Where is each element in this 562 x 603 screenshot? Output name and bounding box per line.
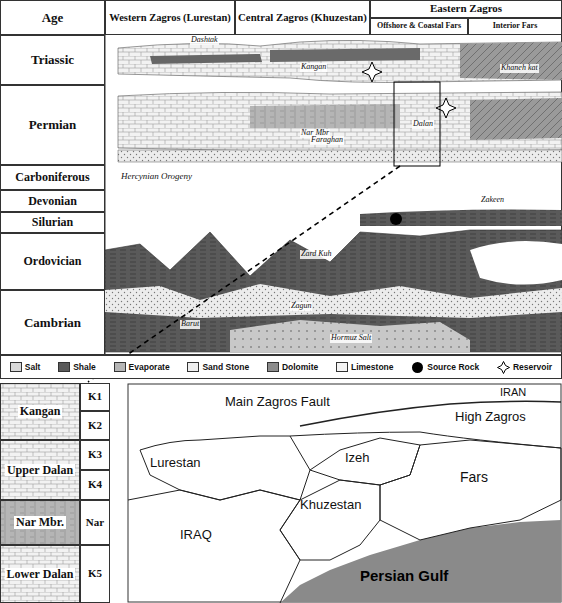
legend-item: Salt (10, 362, 41, 372)
cell-text: Kangan (18, 405, 63, 418)
map-label: Izeh (345, 451, 370, 465)
cell-text: Central Zagros (Khuzestan) (238, 12, 367, 23)
map-label: Persian Gulf (360, 568, 448, 585)
formation-label: Zard Kuh (300, 250, 333, 259)
cell-text: Devonian (28, 195, 77, 208)
legend-item: Source Rock (411, 361, 479, 374)
table-cell: Eastern Zagros (370, 0, 562, 18)
map-label: IRAQ (180, 528, 212, 542)
legend-item: Limestone (336, 362, 394, 372)
formation-label: Khaneh kat (500, 64, 539, 73)
formation-cell: K1 (80, 383, 110, 411)
cell-text: Permian (29, 118, 77, 132)
cell-text: Nar (86, 517, 104, 529)
cell-text: Triassic (31, 53, 74, 67)
table-cell: Interior Fars (468, 18, 562, 35)
legend-swatch (336, 362, 348, 372)
cell-text: K1 (88, 391, 102, 403)
cell-text: Offshore & Coastal Fars (377, 22, 461, 30)
cell-text: Age (42, 11, 64, 25)
table-cell: Cambrian (0, 290, 105, 355)
cell-text: Carboniferous (15, 171, 89, 184)
legend-swatch (10, 362, 22, 372)
formation-label: Kangan (300, 63, 327, 72)
formation-label: Dalan (412, 120, 434, 129)
formation-cell: K3 (80, 440, 110, 470)
table-cell: Age (0, 0, 105, 35)
legend-swatch (267, 362, 279, 372)
formation-cell: Nar Mbr. (0, 500, 80, 545)
formation-cell: Nar (80, 500, 110, 545)
table-cell: Silurian (0, 212, 105, 233)
legend-text: Reservoir (513, 362, 552, 372)
table-cell: Carboniferous (0, 165, 105, 190)
cell-text: Upper Dalan (5, 464, 75, 477)
table-cell: Central Zagros (Khuzestan) (235, 0, 370, 35)
cell-text: Nar Mbr. (14, 516, 66, 529)
legend-text: Limestone (351, 362, 394, 372)
formation-cell: K5 (80, 545, 110, 603)
cell-text: K3 (88, 449, 102, 461)
cell-text: Interior Fars (493, 22, 538, 30)
formation-cell: K4 (80, 470, 110, 500)
formation-cell: K2 (80, 411, 110, 440)
cell-text: K4 (88, 479, 102, 491)
legend: Salt Shale Evaporate Sand Stone Dolomite Lime… (0, 355, 562, 379)
legend-item: Shale (58, 362, 96, 372)
cell-text: K2 (88, 420, 102, 432)
legend-swatch (187, 362, 199, 372)
formation-label: Hormuz Salt (330, 334, 372, 343)
cell-text: Ordovician (23, 255, 81, 268)
legend-text: Source Rock (427, 362, 479, 372)
table-cell: Ordovician (0, 233, 105, 290)
formation-label: Dashtak (190, 36, 219, 45)
legend-symbol (411, 361, 424, 374)
legend-text: Evaporate (129, 362, 170, 372)
legend-symbol (497, 361, 510, 374)
formation-label: Zakeen (480, 196, 505, 205)
map-label: Lurestan (150, 456, 201, 470)
table-cell: Devonian (0, 190, 105, 212)
map-label: Fars (460, 470, 488, 485)
legend-text: Dolomite (282, 362, 318, 372)
map-label: High Zagros (455, 410, 526, 424)
table-cell: Offshore & Coastal Fars (370, 18, 468, 35)
legend-item: Sand Stone (187, 362, 249, 372)
formation-label: Barut (180, 320, 200, 329)
legend-text: Shale (73, 362, 96, 372)
legend-item: Evaporate (114, 362, 170, 372)
cell-text: Eastern Zagros (430, 3, 502, 15)
formation-cell: Lower Dalan (0, 545, 80, 603)
cell-text: K5 (88, 568, 102, 580)
cell-text: Western Zagros (Lurestan) (109, 12, 231, 23)
formation-cell: Upper Dalan (0, 440, 80, 500)
legend-item: Dolomite (267, 362, 318, 372)
legend-swatch (114, 362, 126, 372)
legend-text: Salt (25, 362, 41, 372)
map-label: Khuzestan (300, 498, 361, 512)
legend-item: Reservoir (497, 361, 552, 374)
table-cell: Western Zagros (Lurestan) (105, 0, 235, 35)
cell-text: Lower Dalan (5, 568, 76, 581)
map-label: Main Zagros Fault (225, 395, 330, 409)
legend-text: Sand Stone (202, 362, 249, 372)
legend-swatch (58, 362, 70, 372)
cell-text: Cambrian (24, 316, 81, 330)
cell-text: Silurian (32, 216, 73, 229)
table-cell: Permian (0, 85, 105, 165)
formation-label: Hercynian Orogeny (120, 172, 193, 182)
formation-label: Zagun (290, 302, 312, 311)
table-cell: Triassic (0, 35, 105, 85)
formation-cell: Kangan (0, 383, 80, 440)
map-label: IRAN (500, 386, 526, 398)
formation-label: Faraghan (310, 136, 344, 145)
